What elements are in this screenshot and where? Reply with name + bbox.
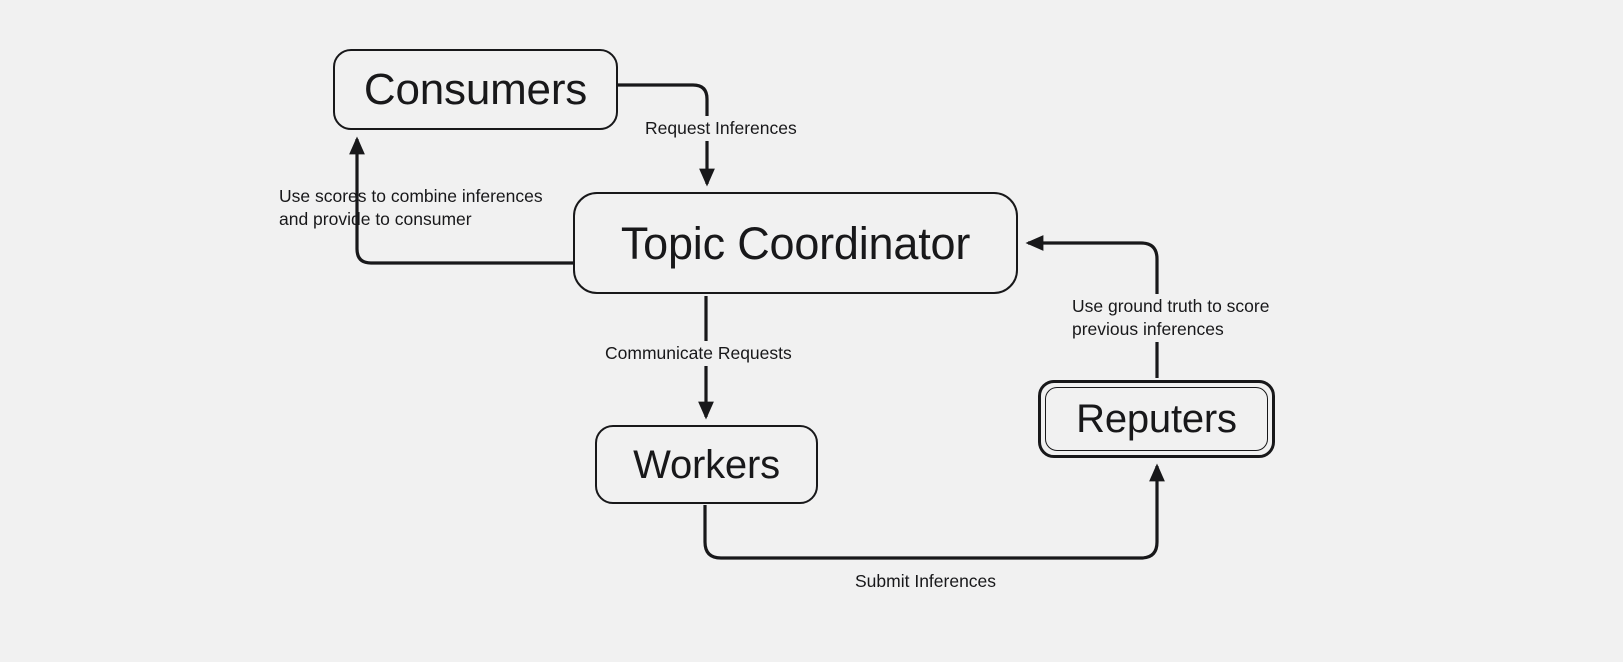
edge-label-use-ground-truth: Use ground truth to score previous infer… [1067, 294, 1292, 343]
node-topic-coordinator-label: Topic Coordinator [620, 217, 971, 269]
edge-label-use-scores: Use scores to combine inferences and pro… [279, 186, 543, 230]
node-workers-label: Workers [633, 442, 780, 487]
edge-label-communicate-requests: Communicate Requests [600, 341, 797, 367]
node-reputers-selection-ring: Reputers [1038, 380, 1275, 458]
edge-label-submit-inferences: Submit Inferences [855, 571, 997, 591]
node-reputers[interactable]: Reputers [1045, 387, 1268, 451]
node-consumers-label: Consumers [363, 64, 588, 114]
node-topic-coordinator[interactable]: Topic Coordinator [573, 192, 1018, 294]
node-workers[interactable]: Workers [595, 425, 818, 504]
node-consumers[interactable]: Consumers [333, 49, 618, 130]
node-reputers-label: Reputers [1076, 397, 1237, 441]
edge-label-request-inferences: Request Inferences [640, 116, 802, 142]
